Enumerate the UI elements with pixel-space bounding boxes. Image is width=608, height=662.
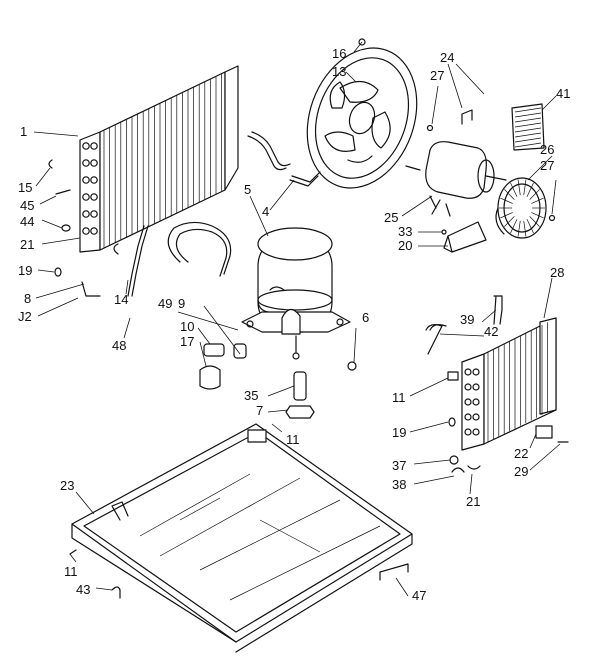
callout-22: 22 <box>514 446 528 461</box>
callout-39: 39 <box>460 312 474 327</box>
blower-wheel <box>495 177 547 239</box>
callout-29: 29 <box>514 464 528 479</box>
callout-43: 43 <box>76 582 90 597</box>
callout-13: 13 <box>332 64 346 79</box>
callout-6: 6 <box>362 310 369 325</box>
evaporator-coil <box>461 317 557 451</box>
callout-11b: 11 <box>392 390 406 405</box>
callout-10: 10 <box>180 319 194 334</box>
screw <box>69 549 77 555</box>
compressor <box>241 227 351 360</box>
bracket <box>379 563 409 581</box>
grommets <box>199 343 357 390</box>
callout-12: J2 <box>18 309 32 324</box>
evap-hardware <box>425 295 569 473</box>
fan-motor <box>405 141 507 217</box>
condenser-coil <box>79 65 239 253</box>
callout-42: 42 <box>484 324 498 339</box>
callout-41: 41 <box>556 86 570 101</box>
callout-9: 9 <box>178 296 185 311</box>
callout-24: 24 <box>440 50 454 65</box>
callout-37: 37 <box>392 458 406 473</box>
callout-7: 7 <box>256 403 263 418</box>
leader-lines <box>33 41 561 597</box>
callout-17: 17 <box>180 334 194 349</box>
base-pan <box>71 423 413 653</box>
callout-20: 20 <box>398 238 412 253</box>
callout-21: 21 <box>20 237 34 252</box>
callout-16: 16 <box>332 46 346 61</box>
clip <box>461 109 473 125</box>
callout-19: 19 <box>18 263 32 278</box>
clip <box>111 586 121 599</box>
callout-8: 8 <box>24 291 31 306</box>
tube <box>127 225 145 297</box>
callout-21b: 21 <box>466 494 480 509</box>
callout-11c: 11 <box>64 564 78 579</box>
screw <box>426 124 434 132</box>
callout-35: 35 <box>244 388 258 403</box>
callout-47: 47 <box>412 588 426 603</box>
callout-11a: 11 <box>286 432 300 447</box>
callout-15: 15 <box>18 180 32 195</box>
small-hardware <box>48 159 119 297</box>
tube-connector <box>247 131 321 187</box>
callout-23: 23 <box>60 478 74 493</box>
discharge-tube <box>167 221 232 275</box>
callout-28: 28 <box>550 265 564 280</box>
callout-27a: 27 <box>430 68 444 83</box>
callout-19b: 19 <box>392 425 406 440</box>
screw <box>548 214 556 222</box>
callout-49: 49 <box>158 296 172 311</box>
callout-27b: 27 <box>540 158 554 173</box>
callout-25: 25 <box>384 210 398 225</box>
callout-45: 45 <box>20 198 34 213</box>
callout-14: 14 <box>114 292 128 307</box>
callout-38: 38 <box>392 477 406 492</box>
tube <box>131 225 149 297</box>
callout-4: 4 <box>262 204 269 219</box>
filter-pad <box>511 103 545 151</box>
callout-1: 1 <box>20 124 27 139</box>
callout-44: 44 <box>20 214 34 229</box>
mount-stud <box>285 371 315 419</box>
callout-5: 5 <box>244 182 251 197</box>
fan-shroud <box>306 38 418 189</box>
callout-26: 26 <box>540 142 554 157</box>
discharge-tube-inner <box>175 228 228 277</box>
callout-33: 33 <box>398 224 412 239</box>
callout-labels: 1 15 45 44 21 19 8 J2 14 48 16 13 24 27 … <box>18 46 570 603</box>
callout-48: 48 <box>112 338 126 353</box>
motor-bracket <box>441 221 487 253</box>
